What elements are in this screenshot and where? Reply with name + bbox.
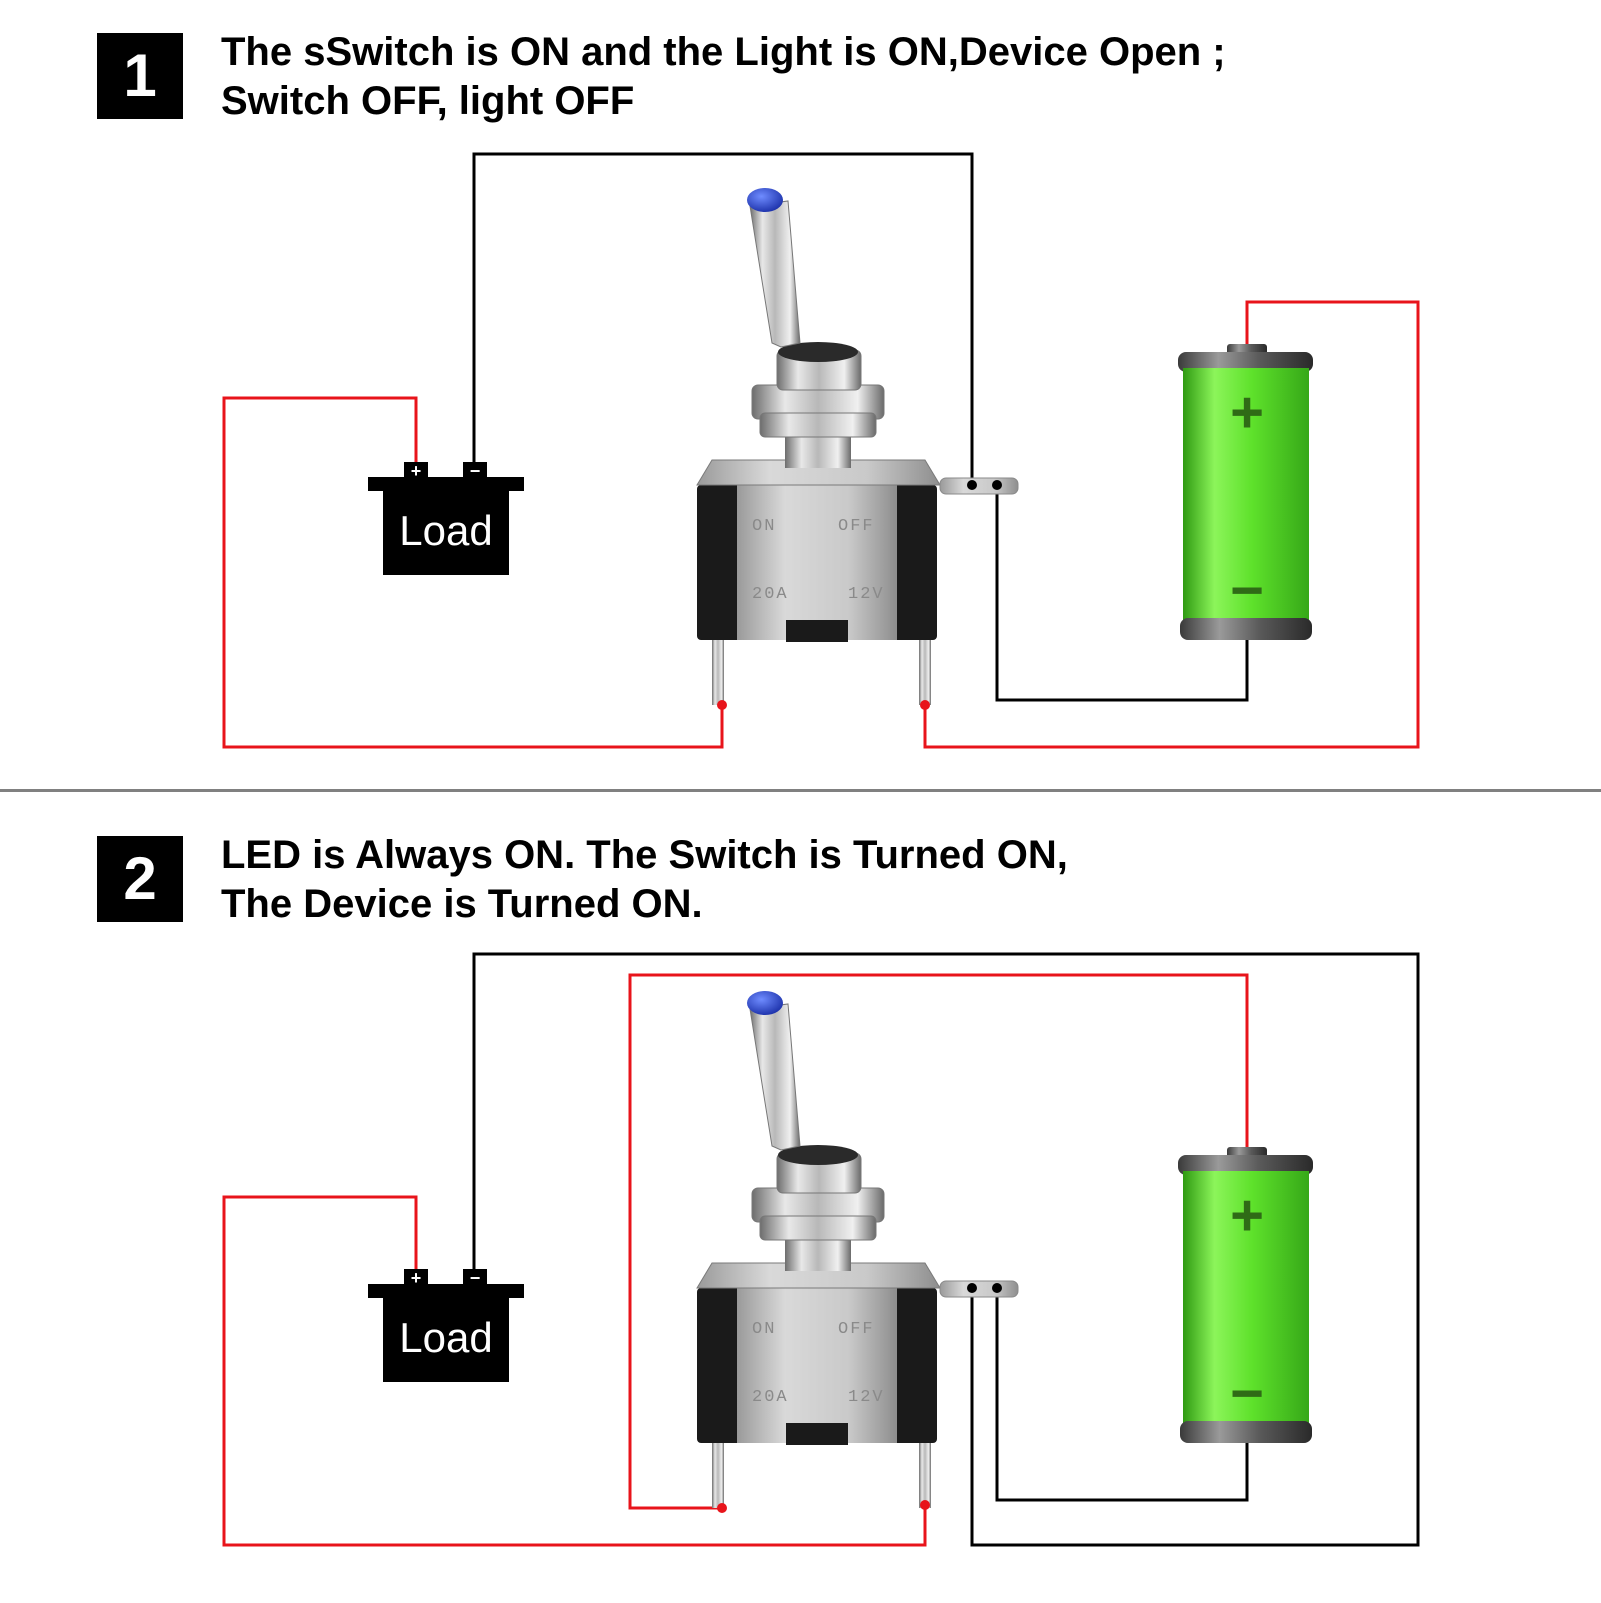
battery-minus-label: − [1230, 1361, 1264, 1426]
led-indicator [747, 991, 783, 1015]
switch-off-label: OFF [838, 1320, 875, 1339]
battery-minus-label: − [1230, 558, 1264, 623]
load-minus-label: − [470, 1268, 481, 1288]
wiring-diagram-2: + − Load ON OFF 20A 12V + − [222, 952, 1420, 1547]
wire-load-positive-to-switch-pin [222, 396, 724, 749]
load-plus-label: + [411, 1268, 422, 1288]
load-block: + − Load [368, 461, 524, 575]
step-1-heading: The sSwitch is ON and the Light is ON,De… [221, 28, 1226, 126]
switch-volt-label: 12V [848, 1388, 885, 1407]
load-label: Load [399, 507, 492, 554]
switch-amp-label: 20A [752, 1388, 789, 1407]
wire-load-negative-to-battery-negative [472, 952, 1420, 1547]
switch-amp-label: 20A [752, 585, 789, 604]
wiring-diagram-1: + − Load ON OFF 20A 12V + − [222, 152, 1420, 749]
battery-plus-label: + [1230, 380, 1264, 445]
wire-switch-lamp-to-battery-negative [995, 1288, 1249, 1502]
load-label: Load [399, 1314, 492, 1361]
switch-on-label: ON [752, 1320, 776, 1339]
toggle-switch: ON OFF 20A 12V [696, 188, 1019, 705]
step-2-title-line-1: LED is Always ON. The Switch is Turned O… [221, 833, 1068, 877]
battery: + − [1178, 344, 1313, 640]
step-2-heading: LED is Always ON. The Switch is Turned O… [221, 831, 1068, 929]
battery-plus-label: + [1230, 1183, 1264, 1248]
wire-switch-lamp-to-battery-negative [995, 485, 1249, 702]
toggle-switch: ON OFF 20A 12V [696, 991, 1019, 1508]
switch-on-label: ON [752, 517, 776, 536]
section-divider [0, 789, 1601, 792]
wire-load-positive-to-switch-pin [222, 1195, 927, 1547]
step-2-badge: 2 [97, 836, 183, 922]
wire-switch-pin-to-battery-positive [923, 300, 1420, 749]
load-plus-label: + [411, 461, 422, 481]
step-1-badge: 1 [97, 33, 183, 119]
switch-off-label: OFF [838, 517, 875, 536]
load-block: + − Load [368, 1268, 524, 1382]
led-indicator [747, 188, 783, 212]
battery: + − [1178, 1147, 1313, 1443]
load-minus-label: − [470, 461, 481, 481]
step-1-title-line-2: Switch OFF, light OFF [221, 79, 635, 123]
step-1-title-line-1: The sSwitch is ON and the Light is ON,De… [221, 30, 1226, 74]
wire-load-negative-to-switch-lamp [472, 152, 974, 485]
wire-switch-pin-to-battery-positive [628, 973, 1249, 1510]
switch-volt-label: 12V [848, 585, 885, 604]
step-2-title-line-2: The Device is Turned ON. [221, 882, 703, 926]
